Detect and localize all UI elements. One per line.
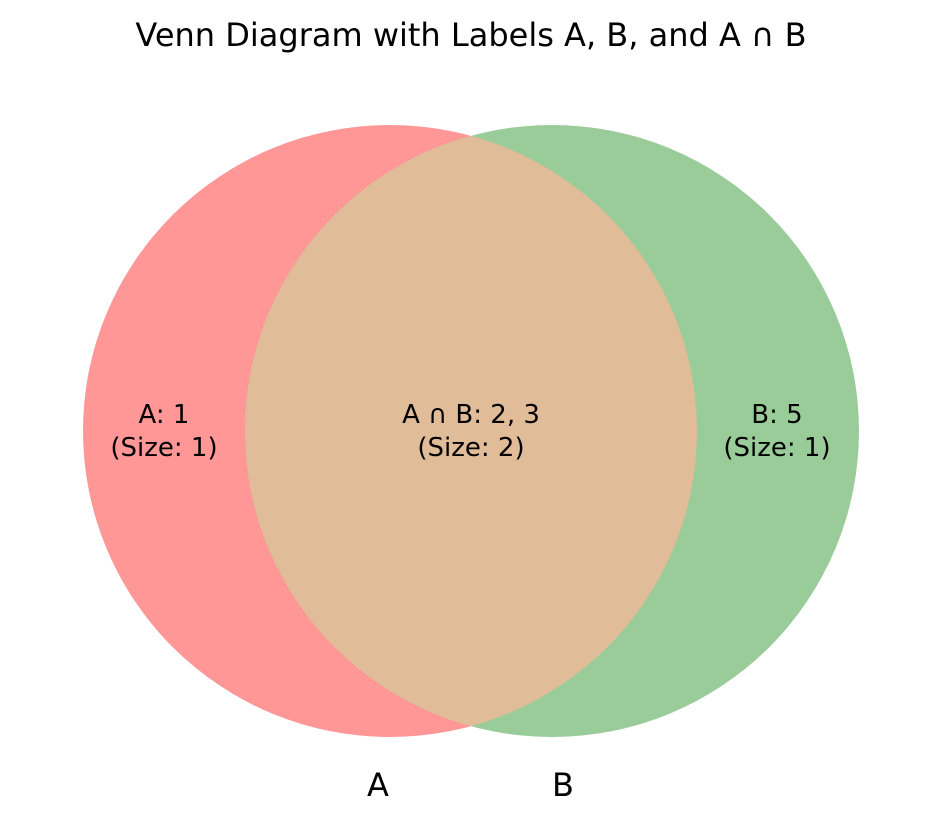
intersection-region bbox=[245, 125, 697, 737]
region-intersection-size: (Size: 2) bbox=[417, 433, 524, 463]
region-a-only-label: A: 1 (Size: 1) bbox=[110, 400, 217, 463]
region-a-only-size: (Size: 1) bbox=[110, 433, 217, 463]
region-intersection-elements: A ∩ B: 2, 3 bbox=[402, 400, 540, 430]
region-b-only-size: (Size: 1) bbox=[723, 433, 830, 463]
region-intersection-label: A ∩ B: 2, 3 (Size: 2) bbox=[402, 400, 540, 463]
set-a-label: A bbox=[367, 766, 389, 804]
region-a-only-elements: A: 1 bbox=[139, 400, 190, 430]
region-b-only-label: B: 5 (Size: 1) bbox=[723, 400, 830, 463]
set-b-label: B bbox=[552, 766, 574, 804]
diagram-title: Venn Diagram with Labels A, B, and A ∩ B bbox=[135, 16, 806, 54]
region-b-only-elements: B: 5 bbox=[751, 400, 802, 430]
